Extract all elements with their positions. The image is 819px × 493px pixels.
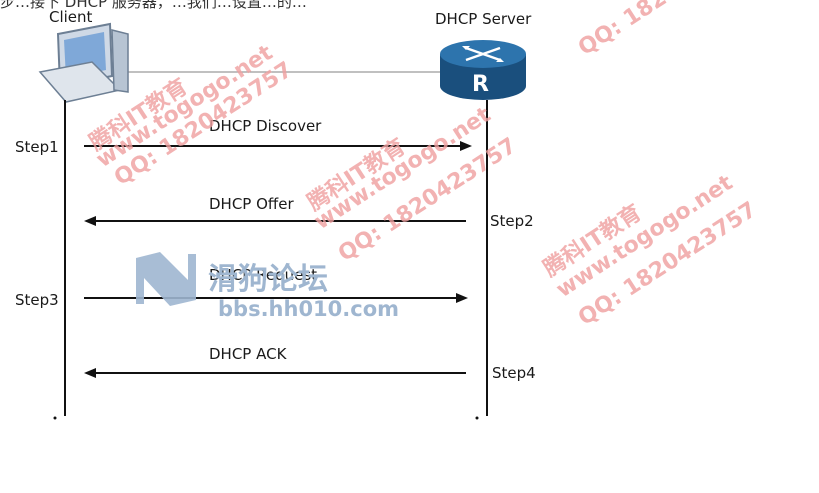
client-computer-icon — [38, 22, 129, 103]
message-label-offer: DHCP Offer — [209, 195, 294, 213]
router-icon — [440, 40, 526, 100]
step1-label: Step1 — [15, 138, 59, 156]
arrow-request — [84, 293, 468, 303]
step2-label: Step2 — [490, 212, 534, 230]
step3-label: Step3 — [15, 291, 59, 309]
client-lifeline-end — [53, 416, 57, 420]
arrow-ack — [84, 368, 466, 378]
forum-url: bbs.hh010.com — [218, 297, 400, 321]
arrow-discover — [84, 141, 472, 151]
server-label: DHCP Server — [435, 10, 532, 28]
server-lifeline-end — [475, 416, 479, 420]
top-clipped-text: 步…接下 DHCP 服务器，…我们…设置…的… — [0, 0, 307, 11]
step4-label: Step4 — [492, 364, 536, 382]
router-letter: R — [472, 72, 489, 97]
forum-name: 滑狗论坛 — [208, 262, 328, 297]
arrow-offer — [84, 216, 466, 226]
client-label: Client — [49, 8, 93, 26]
message-label-discover: DHCP Discover — [209, 117, 322, 135]
message-label-request: DHCP Request — [209, 266, 318, 284]
message-label-ack: DHCP ACK — [209, 345, 287, 363]
forum-logo-icon — [136, 252, 196, 306]
